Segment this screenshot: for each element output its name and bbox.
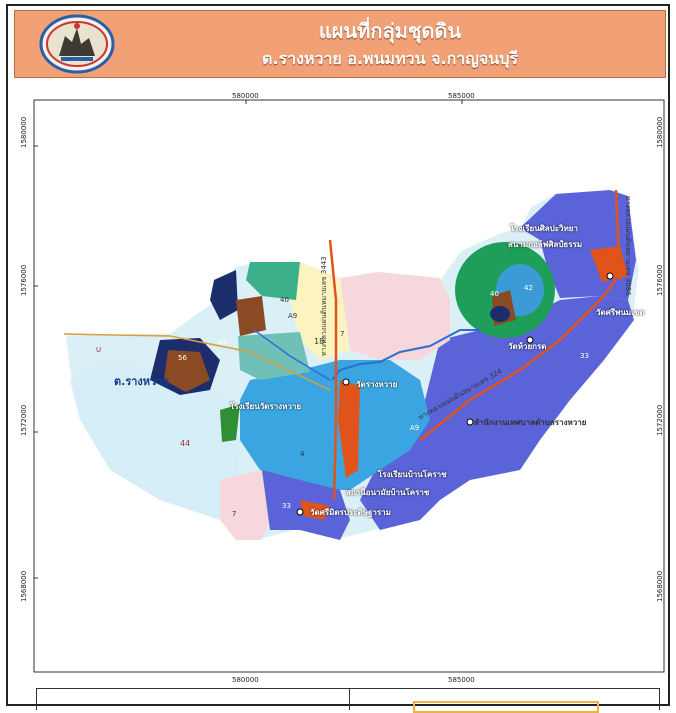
urban-ne bbox=[590, 246, 628, 282]
svg-text:A9: A9 bbox=[288, 312, 297, 320]
svg-text:44: 44 bbox=[180, 439, 190, 448]
place-label: วัดศรีพนมเขต bbox=[596, 308, 645, 317]
map-header: แผนที่กลุ่มชุดดิน ต.รางหวาย อ.พนมทวน จ.ก… bbox=[14, 10, 666, 78]
soil-unit-7-north bbox=[340, 272, 450, 360]
highway-324 bbox=[419, 279, 617, 441]
place-label: วัดห้วยกรด bbox=[508, 342, 547, 351]
road-west bbox=[63, 333, 331, 391]
x-tick-580000-bottom: 580000 bbox=[232, 676, 259, 684]
place-label: โรงเรียนบ้านโคราช bbox=[378, 470, 447, 479]
svg-text:A9: A9 bbox=[410, 424, 419, 432]
river bbox=[331, 329, 480, 381]
soil-unit-blue-se bbox=[360, 296, 634, 530]
svg-text:ทางหลวงแผ่นดินหมายเลข 3443: ทางหลวงแผ่นดินหมายเลข 3443 bbox=[320, 256, 328, 356]
svg-text:33: 33 bbox=[580, 352, 589, 360]
place-label: โรงเรียนวัดรางหวาย bbox=[230, 402, 302, 411]
svg-text:42: 42 bbox=[524, 284, 533, 292]
x-tick-580000: 580000 bbox=[232, 92, 259, 100]
urban-rang-wai bbox=[338, 380, 360, 478]
svg-text:7: 7 bbox=[232, 510, 236, 518]
soil-unit-brown-w bbox=[164, 350, 210, 392]
svg-text:40: 40 bbox=[490, 290, 499, 298]
urban-sw bbox=[300, 500, 330, 520]
x-tick-585000: 585000 bbox=[448, 92, 475, 100]
svg-text:56: 56 bbox=[178, 354, 187, 362]
svg-text:40: 40 bbox=[280, 296, 289, 304]
district-label: ต.รางหวาย bbox=[114, 375, 169, 388]
place-label: โรงเรียนศิลปะวิทยา bbox=[510, 224, 578, 233]
soil-unit-teal bbox=[238, 332, 310, 380]
place-label: วัดรางหวาย bbox=[356, 380, 398, 389]
place-label: สำนักงานเทศบาลตำบลรางหวาย bbox=[474, 418, 587, 427]
place-label: สนามกอล์ฟศิลป์ธรรม bbox=[508, 240, 583, 249]
place-label: วัดศรีมิตรประดิษฐาราม bbox=[310, 508, 391, 517]
soil-unit-navy-n bbox=[210, 270, 238, 320]
svg-text:7: 7 bbox=[340, 330, 344, 338]
place-label: สถานีอนามัยบ้านโคราช bbox=[346, 488, 430, 497]
soil-unit-green-w bbox=[220, 404, 240, 442]
x-tick-585000-bottom: 585000 bbox=[448, 676, 475, 684]
legend-panel bbox=[36, 688, 660, 710]
soil-unit-40-west bbox=[246, 262, 300, 300]
svg-text:4: 4 bbox=[300, 450, 305, 458]
soil-unit-7-south bbox=[220, 470, 270, 540]
svg-text:42: 42 bbox=[218, 338, 227, 346]
soil-unit-navy-ne bbox=[490, 306, 510, 322]
svg-text:ทางหลวงแผ่นดินหมายเลข 3086: ทางหลวงแผ่นดินหมายเลข 3086 bbox=[624, 196, 632, 296]
legend-divider bbox=[349, 688, 350, 710]
map-subtitle: ต.รางหวาย อ.พนมทวน จ.กาญจนบุรี bbox=[262, 49, 518, 68]
soil-unit-44 bbox=[70, 360, 240, 520]
legend-highlight-box bbox=[413, 701, 599, 713]
map-title: แผนที่กลุ่มชุดดิน bbox=[318, 19, 462, 43]
svg-text:U: U bbox=[96, 346, 101, 354]
stream-west bbox=[253, 329, 331, 381]
highway-3443 bbox=[328, 239, 338, 501]
svg-text:18: 18 bbox=[314, 337, 324, 346]
soil-unit-brown-n bbox=[236, 296, 266, 336]
provincial-seal-icon bbox=[39, 14, 115, 74]
svg-text:33: 33 bbox=[282, 502, 291, 510]
